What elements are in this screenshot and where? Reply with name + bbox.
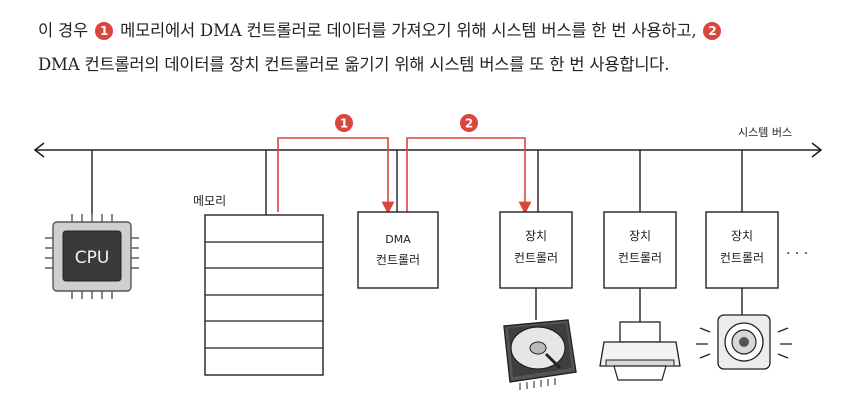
step-2-path	[406, 137, 532, 215]
step-1-badge: 1	[95, 22, 114, 40]
memory: 메모리	[193, 150, 324, 376]
bus-label: 시스템 버스	[738, 126, 792, 139]
more-devices-ellipsis: · · ·	[786, 246, 808, 262]
device-controller-3: 장치 컨트롤러	[705, 150, 779, 315]
memory-label: 메모리	[193, 194, 226, 208]
cpu-label: CPU	[75, 248, 110, 268]
caption-text: DMA 컨트롤러의 데이터를 장치 컨트롤러로 옮기기 위해 시스템 버스를 또…	[38, 55, 670, 74]
step-2-marker: 2	[460, 114, 478, 132]
memory-cells	[205, 241, 323, 349]
printer-icon	[599, 321, 681, 381]
cpu: CPU	[45, 150, 139, 299]
system-bus	[33, 142, 823, 158]
hard-disk-icon	[503, 319, 577, 390]
dma-sublabel: 컨트롤러	[376, 253, 420, 267]
device-controller-2: 장치 컨트롤러	[603, 150, 677, 322]
caption-text: 이 경우	[38, 21, 88, 40]
step-1-marker: 1	[335, 114, 353, 132]
dma-label: DMA	[385, 233, 411, 246]
step-1-path	[277, 137, 395, 215]
step-1-number: 1	[340, 117, 348, 131]
device-label: 장치	[629, 229, 651, 243]
bus-left-arrow-icon	[33, 142, 45, 158]
device-sublabel: 컨트롤러	[720, 251, 764, 265]
device-label: 장치	[731, 229, 753, 243]
device-label: 장치	[525, 229, 547, 243]
bus-right-arrow-icon	[811, 142, 823, 158]
step-2-number: 2	[465, 117, 473, 131]
dma-controller: DMA 컨트롤러	[357, 150, 439, 289]
camera-icon	[696, 314, 792, 370]
device-sublabel: 컨트롤러	[618, 251, 662, 265]
cpu-pins	[45, 214, 139, 299]
caption-line-1: 이 경우 1 메모리에서 DMA 컨트롤러로 데이터를 가져오기 위해 시스템 …	[38, 14, 838, 48]
caption: 이 경우 1 메모리에서 DMA 컨트롤러로 데이터를 가져오기 위해 시스템 …	[38, 14, 838, 82]
step-2-badge: 2	[703, 22, 722, 40]
device-sublabel: 컨트롤러	[514, 251, 558, 265]
caption-line-2: DMA 컨트롤러의 데이터를 장치 컨트롤러로 옮기기 위해 시스템 버스를 또…	[38, 48, 838, 82]
device-controller-1: 장치 컨트롤러	[499, 150, 573, 320]
caption-text: 메모리에서 DMA 컨트롤러로 데이터를 가져오기 위해 시스템 버스를 한 번…	[120, 21, 697, 40]
